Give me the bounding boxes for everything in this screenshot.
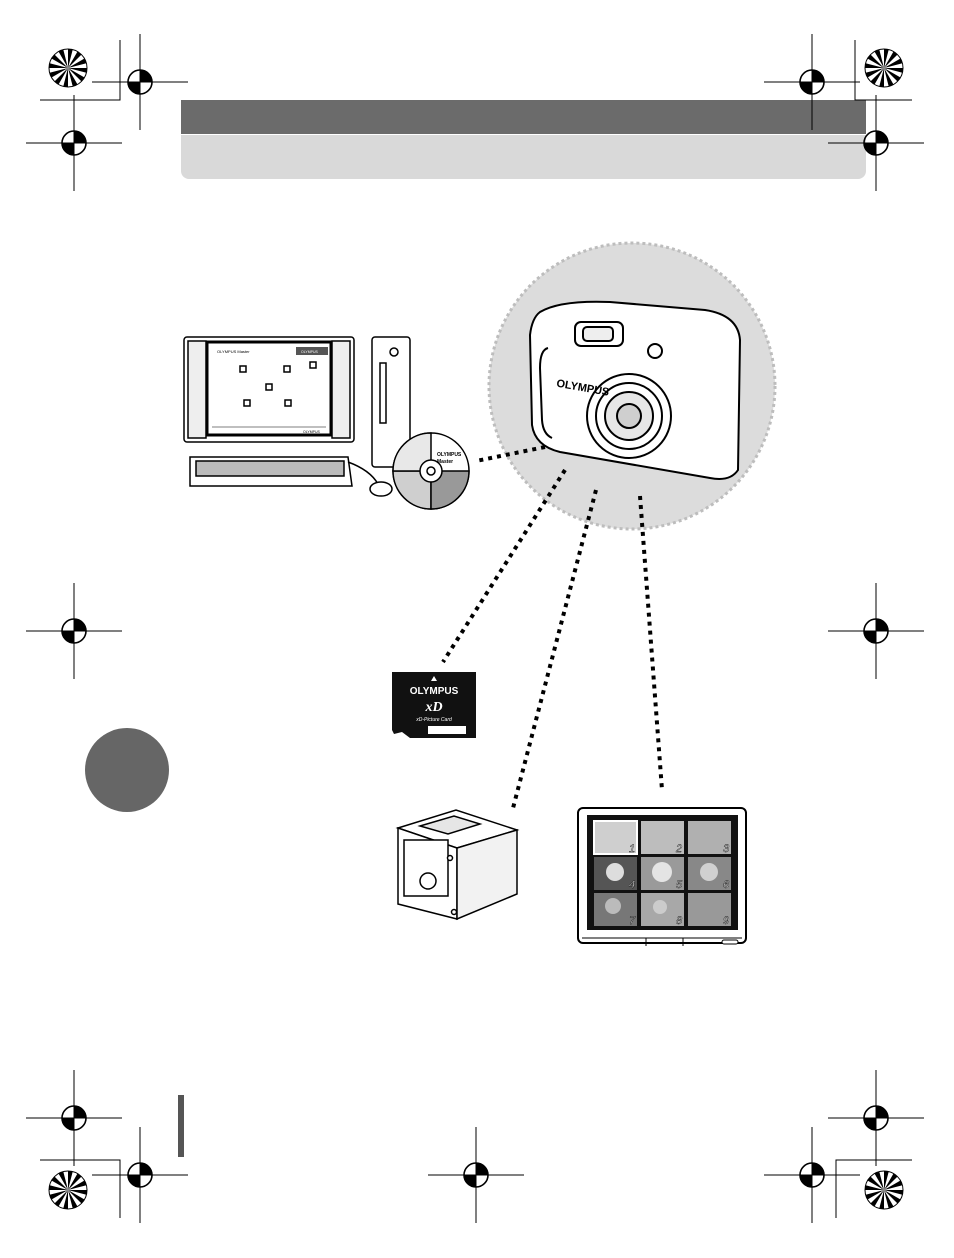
tv-thumb-number-5: 5 — [676, 879, 683, 891]
tv-thumb-number-6: 6 — [723, 879, 730, 891]
xd-card-logo: xD — [424, 700, 442, 715]
xd-card-brand: OLYMPUS — [410, 686, 459, 697]
camera-illustration: OLYMPUS — [530, 302, 740, 479]
tv-illustration: 1 2 3 4 5 6 7 8 9 — [578, 808, 746, 946]
tv-thumb-number-3: 3 — [723, 843, 730, 855]
registration-marks — [26, 34, 924, 1223]
tv-thumb-number-8: 8 — [676, 915, 683, 927]
tv-thumb-number-2: 2 — [675, 843, 682, 855]
tv-thumb-number-7: 7 — [629, 915, 636, 927]
screen-brand: OLYMPUS — [303, 430, 321, 434]
cd-rom-illustration: OLYMPUS Master — [393, 433, 469, 509]
xd-card-caption: xD-Picture Card — [415, 717, 452, 723]
tv-thumb-number-1: 1 — [629, 843, 635, 855]
screen-app-title: OLYMPUS Master — [217, 349, 250, 354]
computer-illustration: OLYMPUS Master OLYMPUS OLYMPUS — [184, 337, 410, 496]
crop-marks — [40, 40, 912, 1218]
cd-title-line1: OLYMPUS — [437, 452, 462, 458]
screen-menu-button: OLYMPUS — [301, 350, 319, 354]
tv-thumb-number-9: 9 — [723, 915, 729, 927]
xd-card-illustration: OLYMPUS xD xD-Picture Card — [392, 672, 476, 738]
printer-illustration — [398, 810, 517, 919]
tv-thumb-number-4: 4 — [629, 879, 635, 891]
cd-title-line2: Master — [437, 459, 453, 465]
tv-index-grid — [594, 821, 731, 926]
